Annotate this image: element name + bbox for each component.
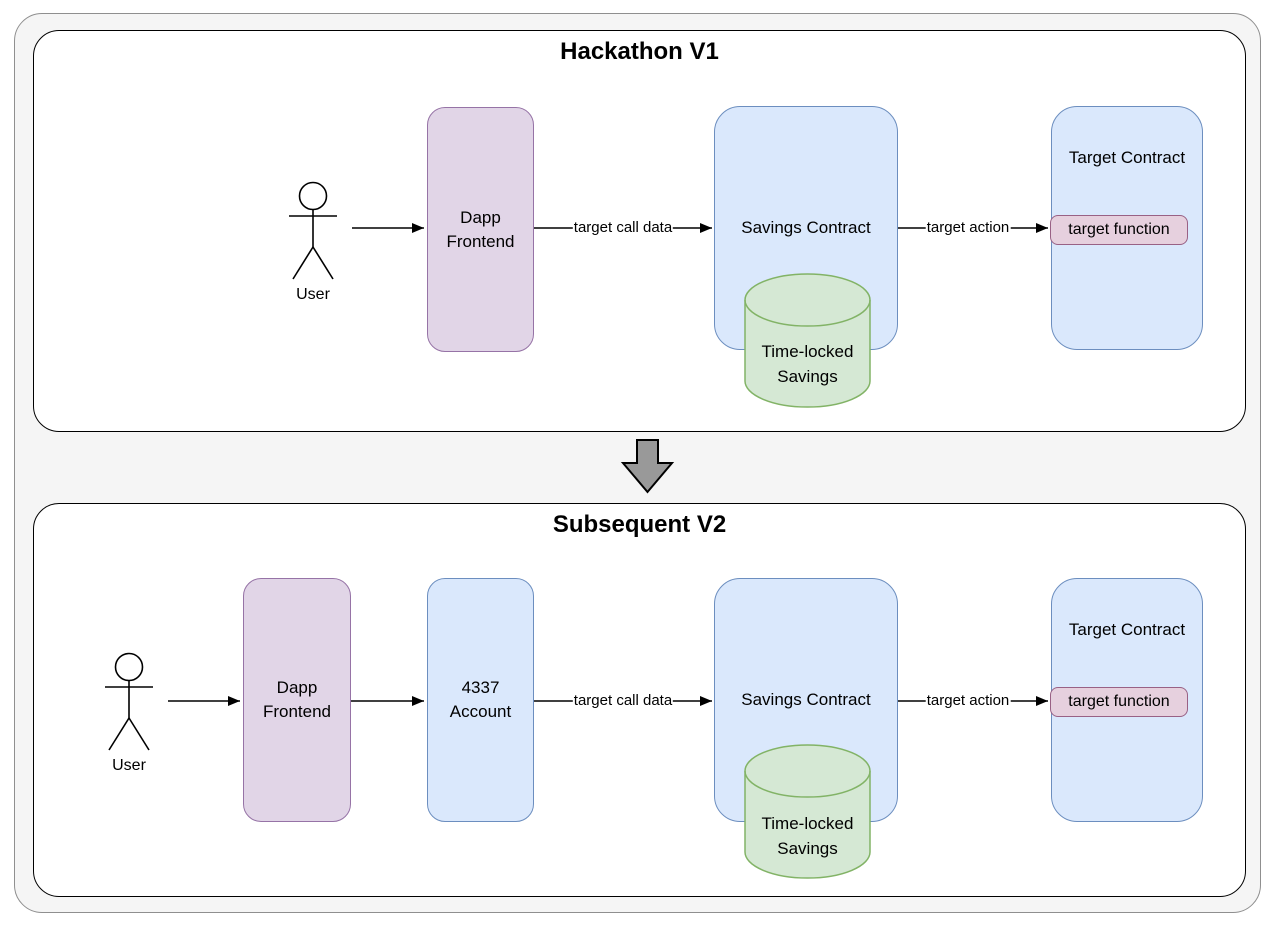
time-locked-savings-label-v2: Time-locked Savings — [761, 814, 854, 858]
target-contract-node-v1: Target Contract target function — [1050, 106, 1203, 350]
account-4337-node-v2: 4337 Account — [427, 578, 534, 822]
dapp-frontend-node-v1: Dapp Frontend — [427, 107, 534, 352]
edge-label-target-action-v2: target action — [925, 690, 1011, 712]
savings-contract-node-v1: Savings Contract — [714, 106, 898, 350]
edge-label-target-action-v1: target action — [925, 217, 1011, 239]
user-label-v2: User — [112, 757, 146, 774]
edge-label-target-call-data-v1: target call data — [572, 217, 674, 239]
target-function-node-v2: target function — [1050, 687, 1188, 717]
target-function-node-v1: target function — [1050, 215, 1188, 245]
target-contract-label-v2: Target Contract — [1068, 620, 1186, 639]
time-locked-savings-label-v1: Time-locked Savings — [761, 342, 854, 386]
edge-label-target-call-data-v2: target call data — [572, 690, 674, 712]
panel-title-v2: Subsequent V2 — [552, 511, 727, 538]
panel-title-v1: Hackathon V1 — [560, 38, 719, 65]
target-contract-node-v2: Target Contract target function — [1050, 578, 1203, 822]
dapp-frontend-node-v2: Dapp Frontend — [243, 578, 351, 822]
savings-contract-node-v2: Savings Contract — [714, 578, 898, 822]
target-contract-label-v1: Target Contract — [1068, 148, 1186, 167]
user-label-v1: User — [296, 286, 330, 303]
